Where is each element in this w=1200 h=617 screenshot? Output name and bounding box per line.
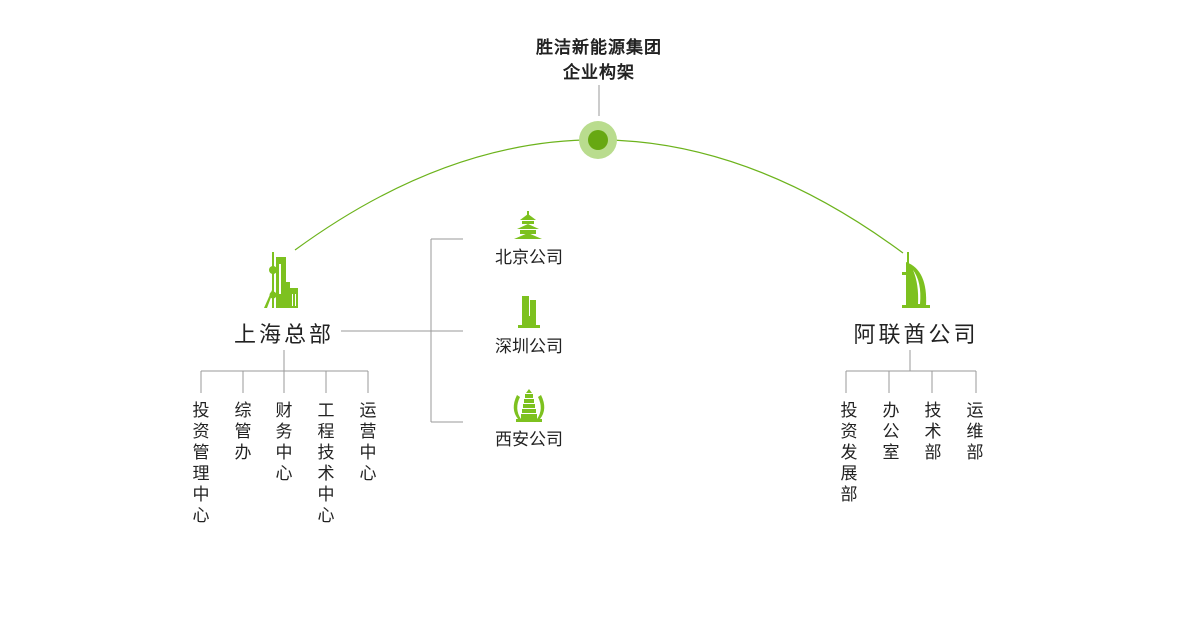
branch-beijing-label: 北京公司 bbox=[495, 248, 563, 268]
uae-label: 阿联酋公司 bbox=[853, 323, 979, 348]
title-line2: 企业构架 bbox=[563, 63, 635, 83]
hq-dept-4: 运营中心 bbox=[359, 401, 377, 484]
hq-department-lines bbox=[200, 350, 369, 393]
hq-dept-2: 财务中心 bbox=[275, 401, 293, 484]
uae-dept-1: 办公室 bbox=[882, 401, 900, 463]
burj-al-arab-icon bbox=[902, 252, 930, 308]
uae-dept-2: 技术部 bbox=[924, 401, 942, 463]
branch-xian-label: 西安公司 bbox=[495, 430, 563, 450]
oriental-pearl-tower-icon bbox=[264, 252, 298, 308]
hq-dept-1: 综管办 bbox=[234, 401, 252, 463]
temple-of-heaven-icon bbox=[514, 211, 542, 239]
title-line1: 胜洁新能源集团 bbox=[536, 38, 662, 58]
skyscraper-icon bbox=[518, 296, 540, 328]
uae-dept-3: 运维部 bbox=[966, 401, 984, 463]
root-node-inner bbox=[588, 130, 608, 150]
branch-shenzhen-label: 深圳公司 bbox=[495, 337, 563, 357]
hq-label: 上海总部 bbox=[233, 323, 335, 348]
branch-lines bbox=[341, 238, 463, 423]
hq-dept-3: 工程技术中心 bbox=[317, 401, 335, 526]
uae-dept-0: 投资发展部 bbox=[840, 401, 858, 505]
pagoda-icon bbox=[513, 389, 545, 422]
uae-department-lines bbox=[845, 350, 977, 393]
hq-dept-0: 投资管理中心 bbox=[192, 401, 210, 526]
